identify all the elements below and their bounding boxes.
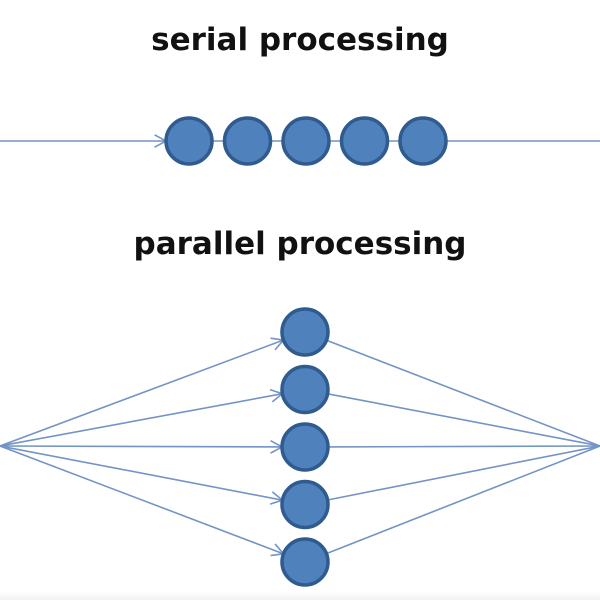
parallel-input-line [0, 392, 283, 447]
parallel-input-line [0, 445, 283, 501]
parallel-processing-title: parallel processing [133, 226, 467, 262]
parallel-output-line [326, 339, 600, 447]
parallel-node [280, 422, 330, 472]
parallel-node [280, 307, 330, 357]
serial-node [164, 116, 214, 166]
bottom-edge [0, 592, 600, 600]
serial-processing-title: serial processing [151, 22, 449, 58]
serial-node [339, 116, 390, 166]
parallel-input-line [0, 445, 284, 555]
parallel-output-line [327, 445, 600, 448]
parallel-output-line [327, 393, 600, 447]
parallel-output-line [327, 445, 600, 501]
serial-node [222, 116, 273, 166]
serial-node [281, 116, 331, 166]
parallel-input-line [0, 339, 284, 447]
serial-node [398, 116, 448, 166]
parallel-input-line [0, 445, 283, 448]
parallel-node [280, 364, 330, 415]
parallel-node [280, 537, 330, 587]
parallel-node [280, 479, 330, 530]
parallel-output-line [326, 445, 600, 555]
